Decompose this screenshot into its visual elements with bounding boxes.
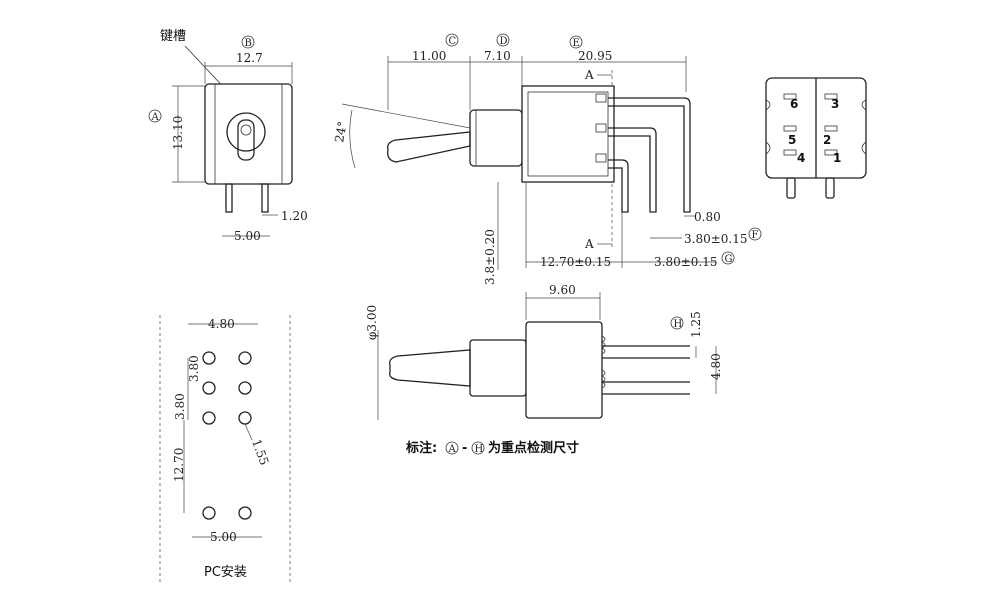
label-H: H <box>674 319 683 330</box>
note-label-H: H <box>475 444 484 455</box>
pin-6: 6 <box>790 97 798 111</box>
note-prefix: 标注: <box>405 440 437 456</box>
terminal-3 <box>608 159 629 213</box>
dim-7-10: 7.10 <box>484 49 511 63</box>
note-dash: - <box>462 441 467 456</box>
section-A-top: A <box>584 68 594 82</box>
label-F: F <box>752 230 759 241</box>
pin-front-right <box>261 183 269 213</box>
dim-phi3: φ3.00 <box>365 305 379 340</box>
circle-G <box>721 251 735 265</box>
pc-mount-label: PC安装 <box>204 565 247 580</box>
dim-3-80-F: 3.80±0.15 <box>684 232 748 246</box>
front-view: 键槽 B 12.7 A 13.10 1.20 5.00 <box>148 29 308 243</box>
circle-E <box>569 35 583 49</box>
bushing-side <box>469 109 523 167</box>
side-view: C D E 11.00 7.10 20.95 A 24° <box>332 33 762 285</box>
label-E: E <box>573 38 580 49</box>
pin-1: 1 <box>833 151 841 165</box>
dim-9-60: 9.60 <box>549 283 576 297</box>
label-D: D <box>500 36 508 47</box>
dim-0-80: 0.80 <box>694 210 721 224</box>
circle-F <box>748 227 762 241</box>
pin-3: 3 <box>831 97 839 111</box>
note-suffix: 为重点检测尺寸 <box>488 440 579 456</box>
dim-3-80-pc2: 3.80 <box>173 393 187 420</box>
pin-4: 4 <box>797 151 805 165</box>
lever-front <box>237 119 255 161</box>
terminal-1 <box>608 97 691 213</box>
dim-3-8-tol: 3.8±0.20 <box>483 229 497 285</box>
dim-4-80-pc: 4.80 <box>208 317 235 331</box>
dim-11-00: 11.00 <box>412 49 446 63</box>
label-C: C <box>449 36 457 47</box>
dim-24deg: 24° <box>332 120 349 143</box>
dim-3-80-pc1: 3.80 <box>187 355 201 382</box>
circle-H <box>670 316 684 330</box>
dim-5-00-pc: 5.00 <box>210 530 237 544</box>
dim-1-20: 1.20 <box>281 209 308 223</box>
keyslot-label: 键槽 <box>160 29 186 44</box>
section-A-bottom: A <box>584 237 594 251</box>
dim-5-00-front: 5.00 <box>234 229 261 243</box>
note-label-A: A <box>448 444 457 455</box>
dim-12-70-pc: 12.70 <box>172 448 186 482</box>
lever-side <box>387 131 471 163</box>
pin-layout-view: 6 3 5 2 4 1 <box>765 77 867 199</box>
note-circle-H <box>471 441 485 455</box>
circle-C <box>445 33 459 47</box>
dim-1-25: 1.25 <box>689 311 703 338</box>
terminal-2 <box>608 127 657 213</box>
pin-2: 2 <box>823 133 831 147</box>
dim-12-70-tol: 12.70±0.15 <box>540 255 611 269</box>
bushing-top <box>469 339 527 397</box>
dim-4-80-top: 4.80 <box>709 353 723 380</box>
label-A: A <box>151 112 160 123</box>
circle-A <box>148 109 162 123</box>
note: 标注: A - H 为重点检测尺寸 <box>405 440 579 456</box>
dim-13-10: 13.10 <box>171 116 185 150</box>
pin-5: 5 <box>788 133 796 147</box>
dim-20-95: 20.95 <box>578 49 612 63</box>
pin-front-left <box>225 183 233 213</box>
pc-mount-view: 4.80 3.80 3.80 1.55 12.70 5.00 PC安装 <box>159 315 291 585</box>
label-B: B <box>245 38 252 49</box>
body-top <box>525 321 603 419</box>
dim-1-55: 1.55 <box>249 437 271 467</box>
note-circle-A <box>445 441 459 455</box>
circle-B <box>241 35 255 49</box>
body-side <box>521 85 615 183</box>
dim-12-7: 12.7 <box>236 51 263 65</box>
bushing-front <box>226 112 266 152</box>
label-G: G <box>725 254 733 265</box>
dim-3-80-G: 3.80±0.15 <box>654 255 718 269</box>
circle-D <box>496 33 510 47</box>
lever-top <box>389 349 471 387</box>
top-view: 9.60 φ3.00 H 1.25 4.80 <box>365 283 723 420</box>
